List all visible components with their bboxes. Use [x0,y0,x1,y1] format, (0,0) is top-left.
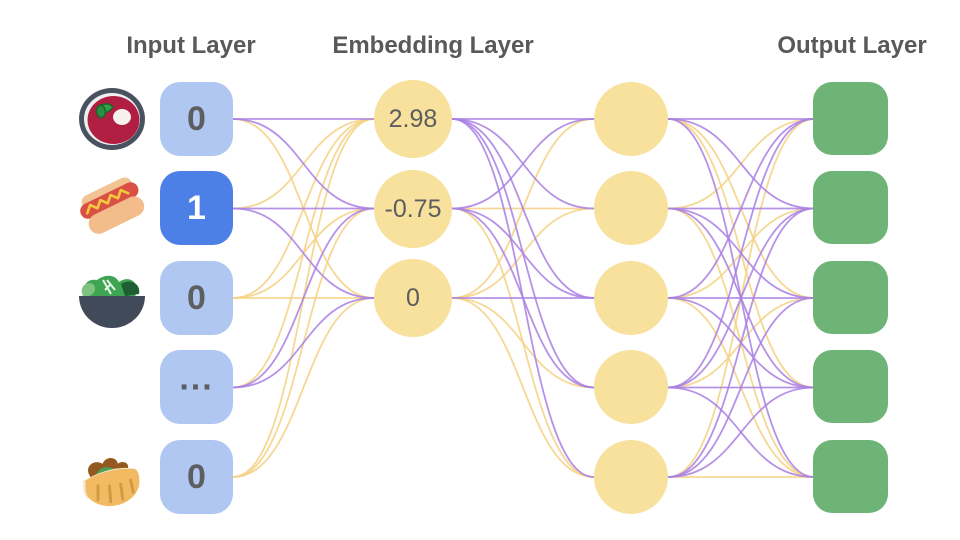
edge-curve [232,207,375,389]
edge-curve [667,118,815,210]
hidden-node-5 [594,440,668,514]
embedding-layer-title: Embedding Layer [332,32,534,59]
edge-curve [667,118,815,389]
input-node-soup: 0 [160,82,233,156]
embedding-node-3: 0 [374,259,452,337]
edge-curve [451,207,595,299]
edge-curve [451,118,595,299]
hot-dog-icon [77,175,147,241]
output-layer-title: Output Layer [777,32,927,59]
edge-curve [232,207,375,299]
output-node-4 [813,350,888,423]
output-node-1 [813,82,888,155]
edge-curve [232,297,375,478]
edge-curve [667,118,815,299]
stuffed-flatbread-icon [77,444,147,510]
input-node-value: 0 [187,457,206,496]
hidden-node-2 [594,171,668,245]
input-node-value: 0 [187,278,206,317]
input-node-flatbread: 0 [160,440,233,514]
input-layer-title: Input Layer [126,32,256,59]
edge-curve [232,297,375,389]
embedding-node-1: 2.98 [374,80,452,158]
input-node-salad: 0 [160,261,233,335]
edge-curve [667,207,815,389]
edge-curve [451,297,595,478]
input-node-hot-dog-active: 1 [160,171,233,245]
output-node-5 [813,440,888,513]
input-node-ellipsis: ... [160,350,233,424]
soup-bowl-icon [77,86,147,152]
input-node-value: ... [179,358,214,397]
embedding-value: 0 [406,283,420,312]
edge-curve [451,118,595,210]
hidden-node-1 [594,82,668,156]
output-node-2 [813,171,888,244]
salad-icon [77,264,147,330]
edge-curve [232,118,375,210]
embedding-value: -0.75 [384,194,442,223]
edge-curve [667,207,815,478]
embedding-value: 2.98 [388,104,438,133]
edge-curve [667,386,815,478]
edge-curve [451,297,595,389]
hidden-node-3 [594,261,668,335]
edge-curve [667,297,815,478]
embedding-node-2: -0.75 [374,170,452,248]
input-node-value: 0 [187,99,206,138]
output-node-3 [813,261,888,334]
input-node-value: 1 [187,188,206,227]
hidden-node-4 [594,350,668,424]
